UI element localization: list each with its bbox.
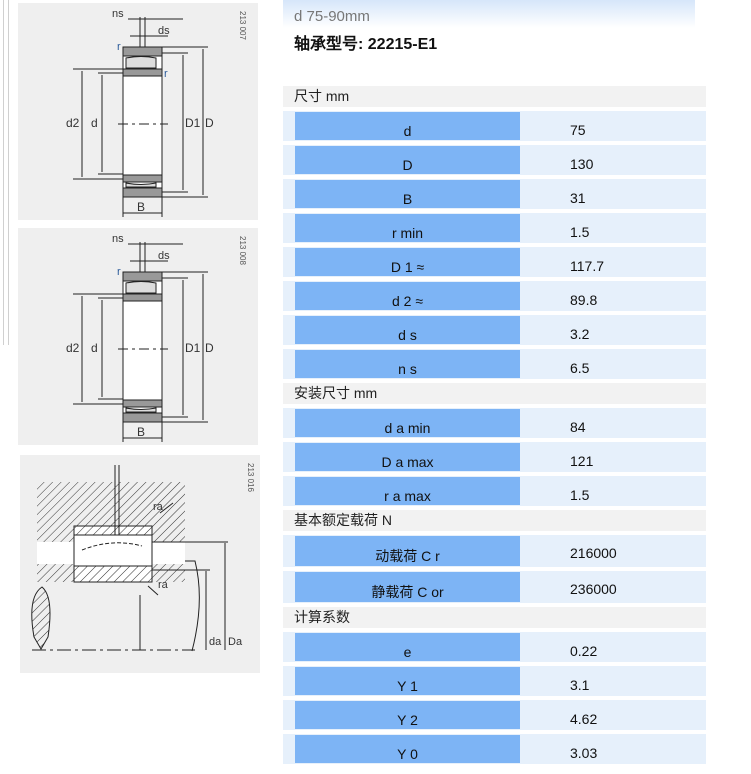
label-d: d <box>91 341 98 355</box>
spec-row: 静载荷 C or 236000 <box>283 571 706 603</box>
mounting-dimension-drawing: ra ra da Da 213 016 <box>20 455 260 673</box>
label-ra: ra <box>153 501 164 513</box>
spec-row: B 31 <box>283 179 706 209</box>
spec-label: d <box>295 112 520 140</box>
label-D: D <box>205 116 214 130</box>
spec-label: e <box>295 633 520 661</box>
label-ds: ds <box>158 250 170 262</box>
spec-label: n s <box>295 350 520 378</box>
spec-label: 动载荷 C r <box>295 536 520 566</box>
spec-label: r a max <box>295 477 520 505</box>
spec-row: D a max 121 <box>283 442 706 472</box>
header-banner <box>283 0 695 28</box>
spec-label: d a min <box>295 409 520 437</box>
spec-value: 3.03 <box>570 745 598 761</box>
spec-row: e 0.22 <box>283 632 706 662</box>
label-D1: D1 <box>185 116 201 130</box>
section-header: 计算系数 <box>283 607 706 628</box>
label-ns: ns <box>112 233 124 245</box>
spec-value: 75 <box>570 122 586 138</box>
label-d2: d2 <box>66 341 80 355</box>
spec-value: 89.8 <box>570 292 598 308</box>
spec-label: d s <box>295 316 520 344</box>
spec-value: 84 <box>570 419 586 435</box>
spec-value: 216000 <box>570 545 617 561</box>
bearing-dimension-drawing: d2 d D1 D B ns ds r r 213 007 <box>18 3 258 220</box>
label-da: da <box>209 636 222 648</box>
bearing-model-title: 轴承型号: 22215-E1 <box>294 36 438 53</box>
spec-value: 236000 <box>570 581 617 597</box>
label-B: B <box>137 200 145 214</box>
spec-row: D 1 ≈ 117.7 <box>283 247 706 277</box>
spec-value: 1.5 <box>570 487 590 503</box>
spec-row: 动载荷 C r 216000 <box>283 535 706 567</box>
spec-row: d 75 <box>283 111 706 141</box>
spec-row: r min 1.5 <box>283 213 706 243</box>
label-d: d <box>91 116 98 130</box>
left-border <box>8 0 9 345</box>
left-border <box>3 0 4 345</box>
spec-label: Y 0 <box>295 735 520 763</box>
label-D: D <box>205 341 214 355</box>
section-header: 安装尺寸 mm <box>283 383 706 404</box>
spec-label: Y 2 <box>295 701 520 729</box>
spec-value: 3.1 <box>570 677 590 693</box>
spec-label: D 1 ≈ <box>295 248 520 276</box>
spec-row: r a max 1.5 <box>283 476 706 506</box>
spec-label: D <box>295 146 520 174</box>
spec-label: r min <box>295 214 520 242</box>
label-B: B <box>137 425 145 439</box>
spec-value: 117.7 <box>570 258 604 274</box>
spec-value: 1.5 <box>570 224 590 240</box>
spec-value: 6.5 <box>570 360 590 376</box>
label-d2: d2 <box>66 116 80 130</box>
spec-row: d a min 84 <box>283 408 706 438</box>
spec-label: Y 1 <box>295 667 520 695</box>
spec-row: D 130 <box>283 145 706 175</box>
label-ns: ns <box>112 8 124 20</box>
figure-code: 213 008 <box>238 236 247 265</box>
label-ds: ds <box>158 25 170 37</box>
spec-value: 3.2 <box>570 326 590 342</box>
spec-label: D a max <box>295 443 520 471</box>
spec-row: Y 2 4.62 <box>283 700 706 730</box>
spec-value: 4.62 <box>570 711 598 727</box>
size-range: d 75-90mm <box>294 8 370 25</box>
spec-value: 0.22 <box>570 643 598 659</box>
spec-row: Y 0 3.03 <box>283 734 706 764</box>
bearing-dimension-drawing: d2 d D1 D B ns ds r 213 008 <box>18 228 258 445</box>
spec-label: 静载荷 C or <box>295 572 520 602</box>
label-Da: Da <box>228 636 243 648</box>
spec-row: d s 3.2 <box>283 315 706 345</box>
label-r: r <box>117 266 121 278</box>
spec-value: 121 <box>570 453 594 469</box>
spec-label: B <box>295 180 520 208</box>
label-r: r <box>117 41 121 53</box>
figure-code: 213 016 <box>246 463 255 492</box>
figure-code: 213 007 <box>238 11 247 40</box>
spec-row: Y 1 3.1 <box>283 666 706 696</box>
section-header: 尺寸 mm <box>283 86 706 107</box>
spec-label: d 2 ≈ <box>295 282 520 310</box>
spec-row: n s 6.5 <box>283 349 706 379</box>
label-ra: ra <box>158 579 169 591</box>
section-header: 基本额定载荷 N <box>283 510 706 531</box>
label-r: r <box>164 68 168 80</box>
spec-value: 130 <box>570 156 594 172</box>
label-D1: D1 <box>185 341 201 355</box>
spec-row: d 2 ≈ 89.8 <box>283 281 706 311</box>
spec-value: 31 <box>570 190 586 206</box>
